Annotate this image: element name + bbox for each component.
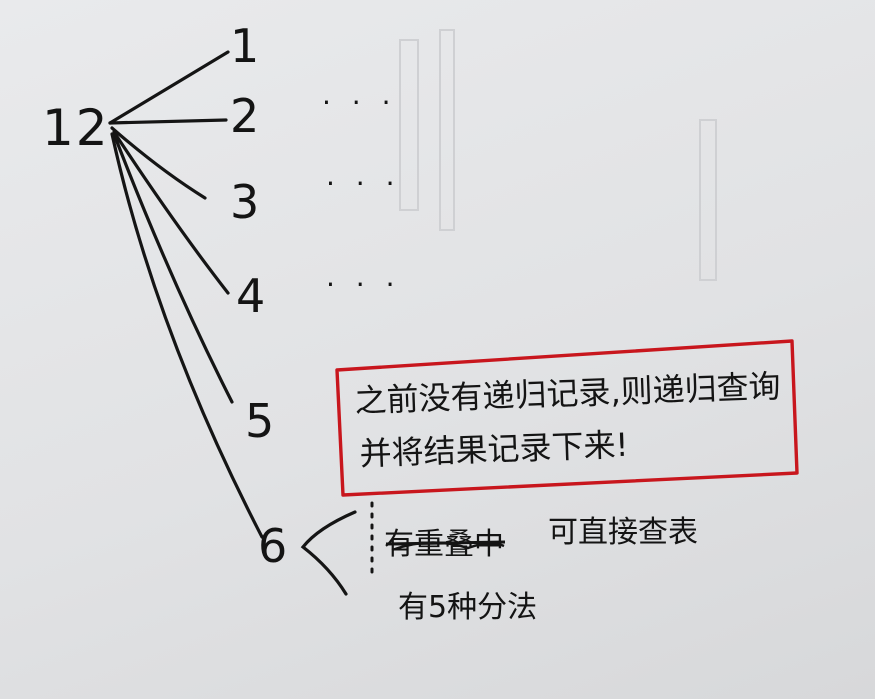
note-line-2: 并将结果记录下来! bbox=[359, 426, 629, 473]
note-box: 之前没有递归记录,则递归查询 并将结果记录下来! bbox=[335, 339, 799, 497]
child-node-1: 1 bbox=[230, 19, 259, 73]
root-node: 12 bbox=[42, 99, 110, 157]
branch-lines bbox=[108, 50, 264, 539]
paper-texture bbox=[399, 29, 717, 281]
branch-line-4 bbox=[112, 130, 230, 295]
ellipsis-4: · · · bbox=[326, 268, 401, 301]
child-node-3: 3 bbox=[230, 175, 259, 229]
split-bracket bbox=[300, 501, 374, 596]
child-node-4: 4 bbox=[236, 269, 265, 323]
ellipsis-3: · · · bbox=[326, 167, 401, 200]
branch-line-2 bbox=[108, 118, 228, 125]
option-lookup-table: 可直接查表 bbox=[548, 515, 698, 550]
branch-line-1 bbox=[108, 50, 230, 125]
note-line-1: 之前没有递归记录,则递归查询 bbox=[354, 367, 781, 420]
child-node-6: 6 bbox=[258, 519, 287, 573]
branch-line-6 bbox=[110, 132, 264, 539]
branch-line-3 bbox=[110, 126, 207, 200]
option-five-ways: 有5种分法 bbox=[398, 590, 537, 625]
strike-scribble bbox=[385, 540, 506, 552]
note-box-border bbox=[335, 339, 799, 497]
child-node-5: 5 bbox=[245, 394, 274, 448]
ellipsis-2: · · · bbox=[322, 86, 397, 119]
split-bracket-line bbox=[300, 510, 357, 596]
branch-line-5 bbox=[112, 132, 234, 404]
child-node-2: 2 bbox=[230, 89, 259, 143]
